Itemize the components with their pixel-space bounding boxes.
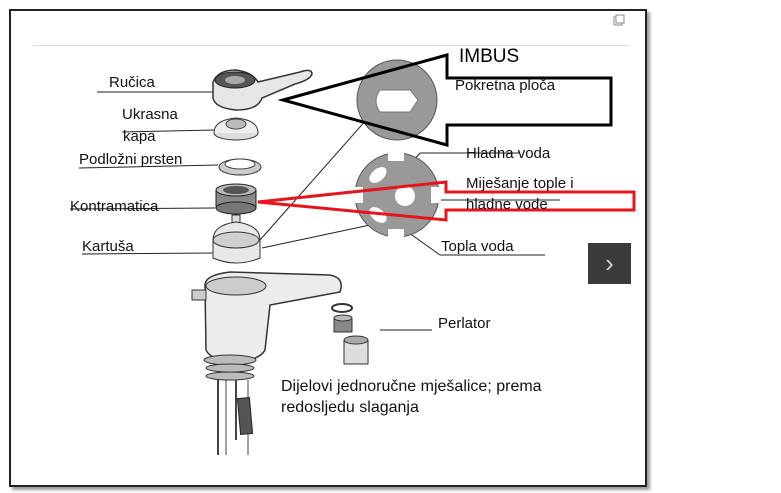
decorative-cap-part xyxy=(213,117,259,141)
caption-line1: Dijelovi jednoručne mješalice; prema xyxy=(281,378,542,395)
label-locknut: Kontramatica xyxy=(70,198,159,215)
label-moving-plate: Pokretna ploča xyxy=(455,77,556,94)
imbus-annotation-label: IMBUS xyxy=(459,46,520,67)
label-handle: Ručica xyxy=(109,74,155,91)
caption-line2: redosljedu slaganja xyxy=(281,399,419,416)
label-cartridge: Kartuša xyxy=(82,238,134,255)
label-hot-water: Topla voda xyxy=(441,238,514,255)
leader-lines xyxy=(69,91,560,331)
label-cold-water: Hladna voda xyxy=(466,145,551,162)
divider xyxy=(33,45,629,46)
red-annotation-arrow xyxy=(257,180,636,222)
moving-plate-part xyxy=(356,59,438,141)
chevron-right-icon: › xyxy=(605,248,614,278)
handle-part xyxy=(212,69,313,111)
label-decorative-cap-line1: Ukrasna xyxy=(122,106,178,123)
black-annotation-arrow xyxy=(277,53,613,147)
cartridge-part xyxy=(212,214,261,264)
aerator-part xyxy=(331,303,369,365)
label-mixing-line2: hladne vode xyxy=(466,196,548,213)
label-decorative-cap-line2: kapa xyxy=(123,128,156,145)
expand-icon[interactable] xyxy=(613,14,625,26)
diagram-caption: Dijelovi jednoručne mješalice; prema red… xyxy=(281,376,601,418)
label-mixing-line1: Miješanje tople i xyxy=(466,175,574,192)
label-aerator: Perlator xyxy=(438,315,491,332)
next-slide-button[interactable]: › xyxy=(588,243,631,284)
washer-ring-part xyxy=(218,158,262,176)
locknut-part xyxy=(215,183,257,215)
label-washer-ring: Podložni prsten xyxy=(79,151,183,168)
faucet-body-part xyxy=(191,271,342,455)
